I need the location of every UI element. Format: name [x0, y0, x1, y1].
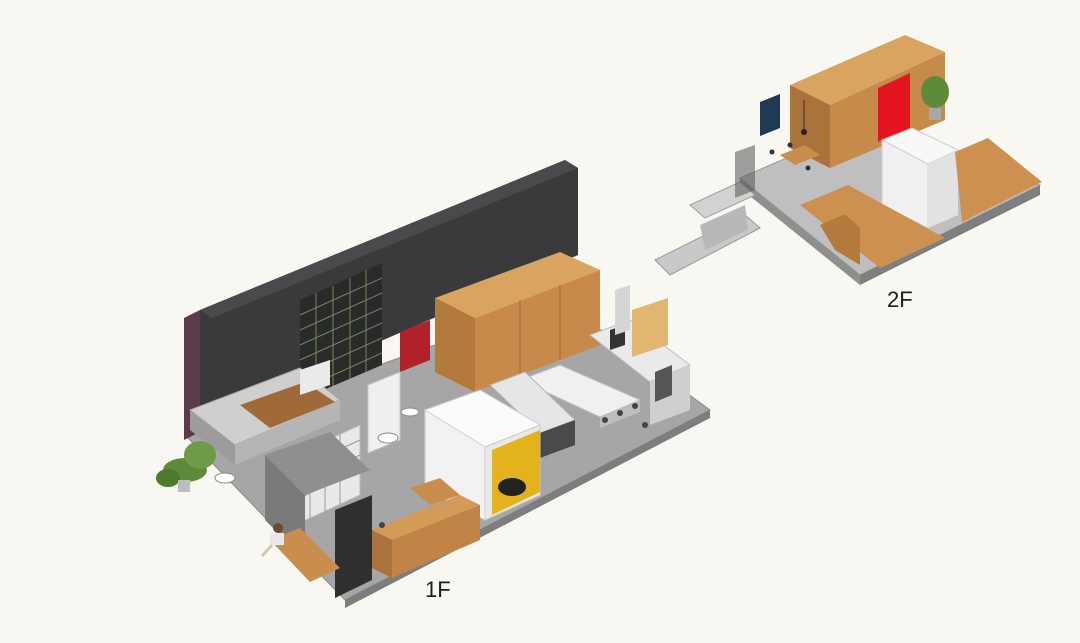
- back-wall-top-edge: [200, 160, 578, 318]
- first-floor-model: 1F: [156, 160, 711, 608]
- staircase: [654, 145, 761, 276]
- first-floor-label: 1F: [425, 577, 451, 602]
- red-door: [878, 73, 910, 142]
- wall-artwork: [760, 94, 780, 136]
- red-wall-panel: [400, 320, 430, 372]
- wood-bench: [372, 478, 480, 578]
- front-lounge-frame: [265, 432, 372, 598]
- back-dark-wall: [200, 160, 578, 420]
- seated-person: [260, 523, 284, 558]
- wood-floor-center: [800, 185, 945, 268]
- second-floor-label: 2F: [887, 287, 913, 312]
- upper-white-room: [880, 127, 960, 229]
- second-floor-model: 2F: [654, 35, 1042, 312]
- furniture-tables: [214, 407, 420, 484]
- wood-step: [820, 214, 860, 265]
- dining-stools: [379, 403, 648, 528]
- upper-plant: [921, 76, 949, 120]
- potted-plants: [156, 441, 216, 492]
- wood-cabinet-block: [435, 252, 600, 392]
- kitchen-area: [489, 285, 691, 458]
- upper-dining-set: [769, 100, 820, 171]
- left-room-module: [188, 360, 341, 465]
- wood-floor-right: [955, 138, 1042, 222]
